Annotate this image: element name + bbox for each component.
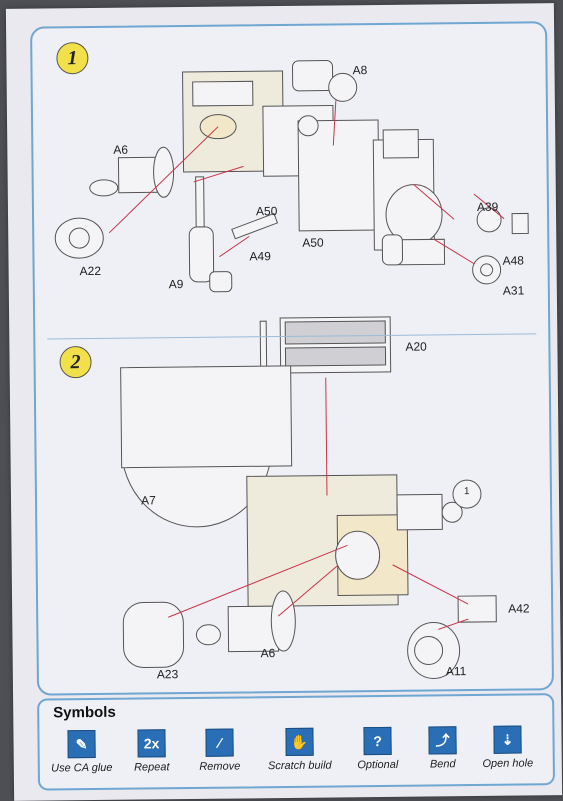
label-a48: A48 [502, 253, 524, 268]
symbol-scratch-build: ✋ Scratch build [259, 727, 339, 772]
symbol-remove: ⁄ Remove [179, 728, 259, 773]
symbols-title: Symbols [53, 703, 116, 722]
remove-icon: ⁄ [205, 728, 234, 757]
hand-icon: ✋ [285, 727, 314, 757]
drill-icon: ⇣ [493, 725, 522, 754]
step-1-badge: 1 [56, 42, 89, 75]
symbol-glue: ✎ Use CA glue [41, 729, 121, 775]
repeat-icon: 2x [137, 729, 166, 758]
label-a50-top: A50 [255, 204, 278, 219]
label-a6-step2: A6 [260, 646, 276, 661]
label-a39: A39 [476, 199, 499, 214]
label-a42: A42 [508, 601, 530, 616]
instruction-sheet: 1 2 A8 A6 A22 A50 A50 A49 A9 A39 A48 A31… [5, 3, 563, 801]
symbol-label: Remove [199, 760, 241, 773]
label-a22: A22 [79, 263, 102, 279]
symbols-legend: Symbols ✎ Use CA glue 2x Repeat ⁄ Remove… [37, 693, 556, 791]
symbol-label: Open hole [482, 757, 534, 770]
callout-step-1: 1 [463, 486, 470, 498]
step-2-badge: 2 [59, 346, 92, 379]
symbol-open-hole: ⇣ Open hole [467, 725, 547, 770]
bend-icon: ⤴ [428, 726, 457, 755]
label-a11: A11 [445, 664, 467, 679]
label-a20: A20 [405, 339, 427, 354]
label-a31: A31 [502, 283, 525, 298]
assembly-drawing [54, 60, 529, 679]
label-a23: A23 [156, 667, 179, 682]
label-a50-bottom: A50 [302, 235, 324, 250]
symbol-label: Scratch build [267, 759, 332, 773]
instructions-panel: 1 2 A8 A6 A22 A50 A50 A49 A9 A39 A48 A31… [30, 21, 555, 696]
label-a9: A9 [168, 277, 184, 292]
label-a8: A8 [352, 63, 368, 78]
label-a7: A7 [140, 493, 156, 508]
glue-icon: ✎ [67, 729, 96, 759]
label-a6: A6 [113, 142, 129, 157]
symbol-label: Use CA glue [51, 761, 113, 775]
label-a49: A49 [249, 249, 271, 264]
question-icon: ? [363, 726, 392, 756]
